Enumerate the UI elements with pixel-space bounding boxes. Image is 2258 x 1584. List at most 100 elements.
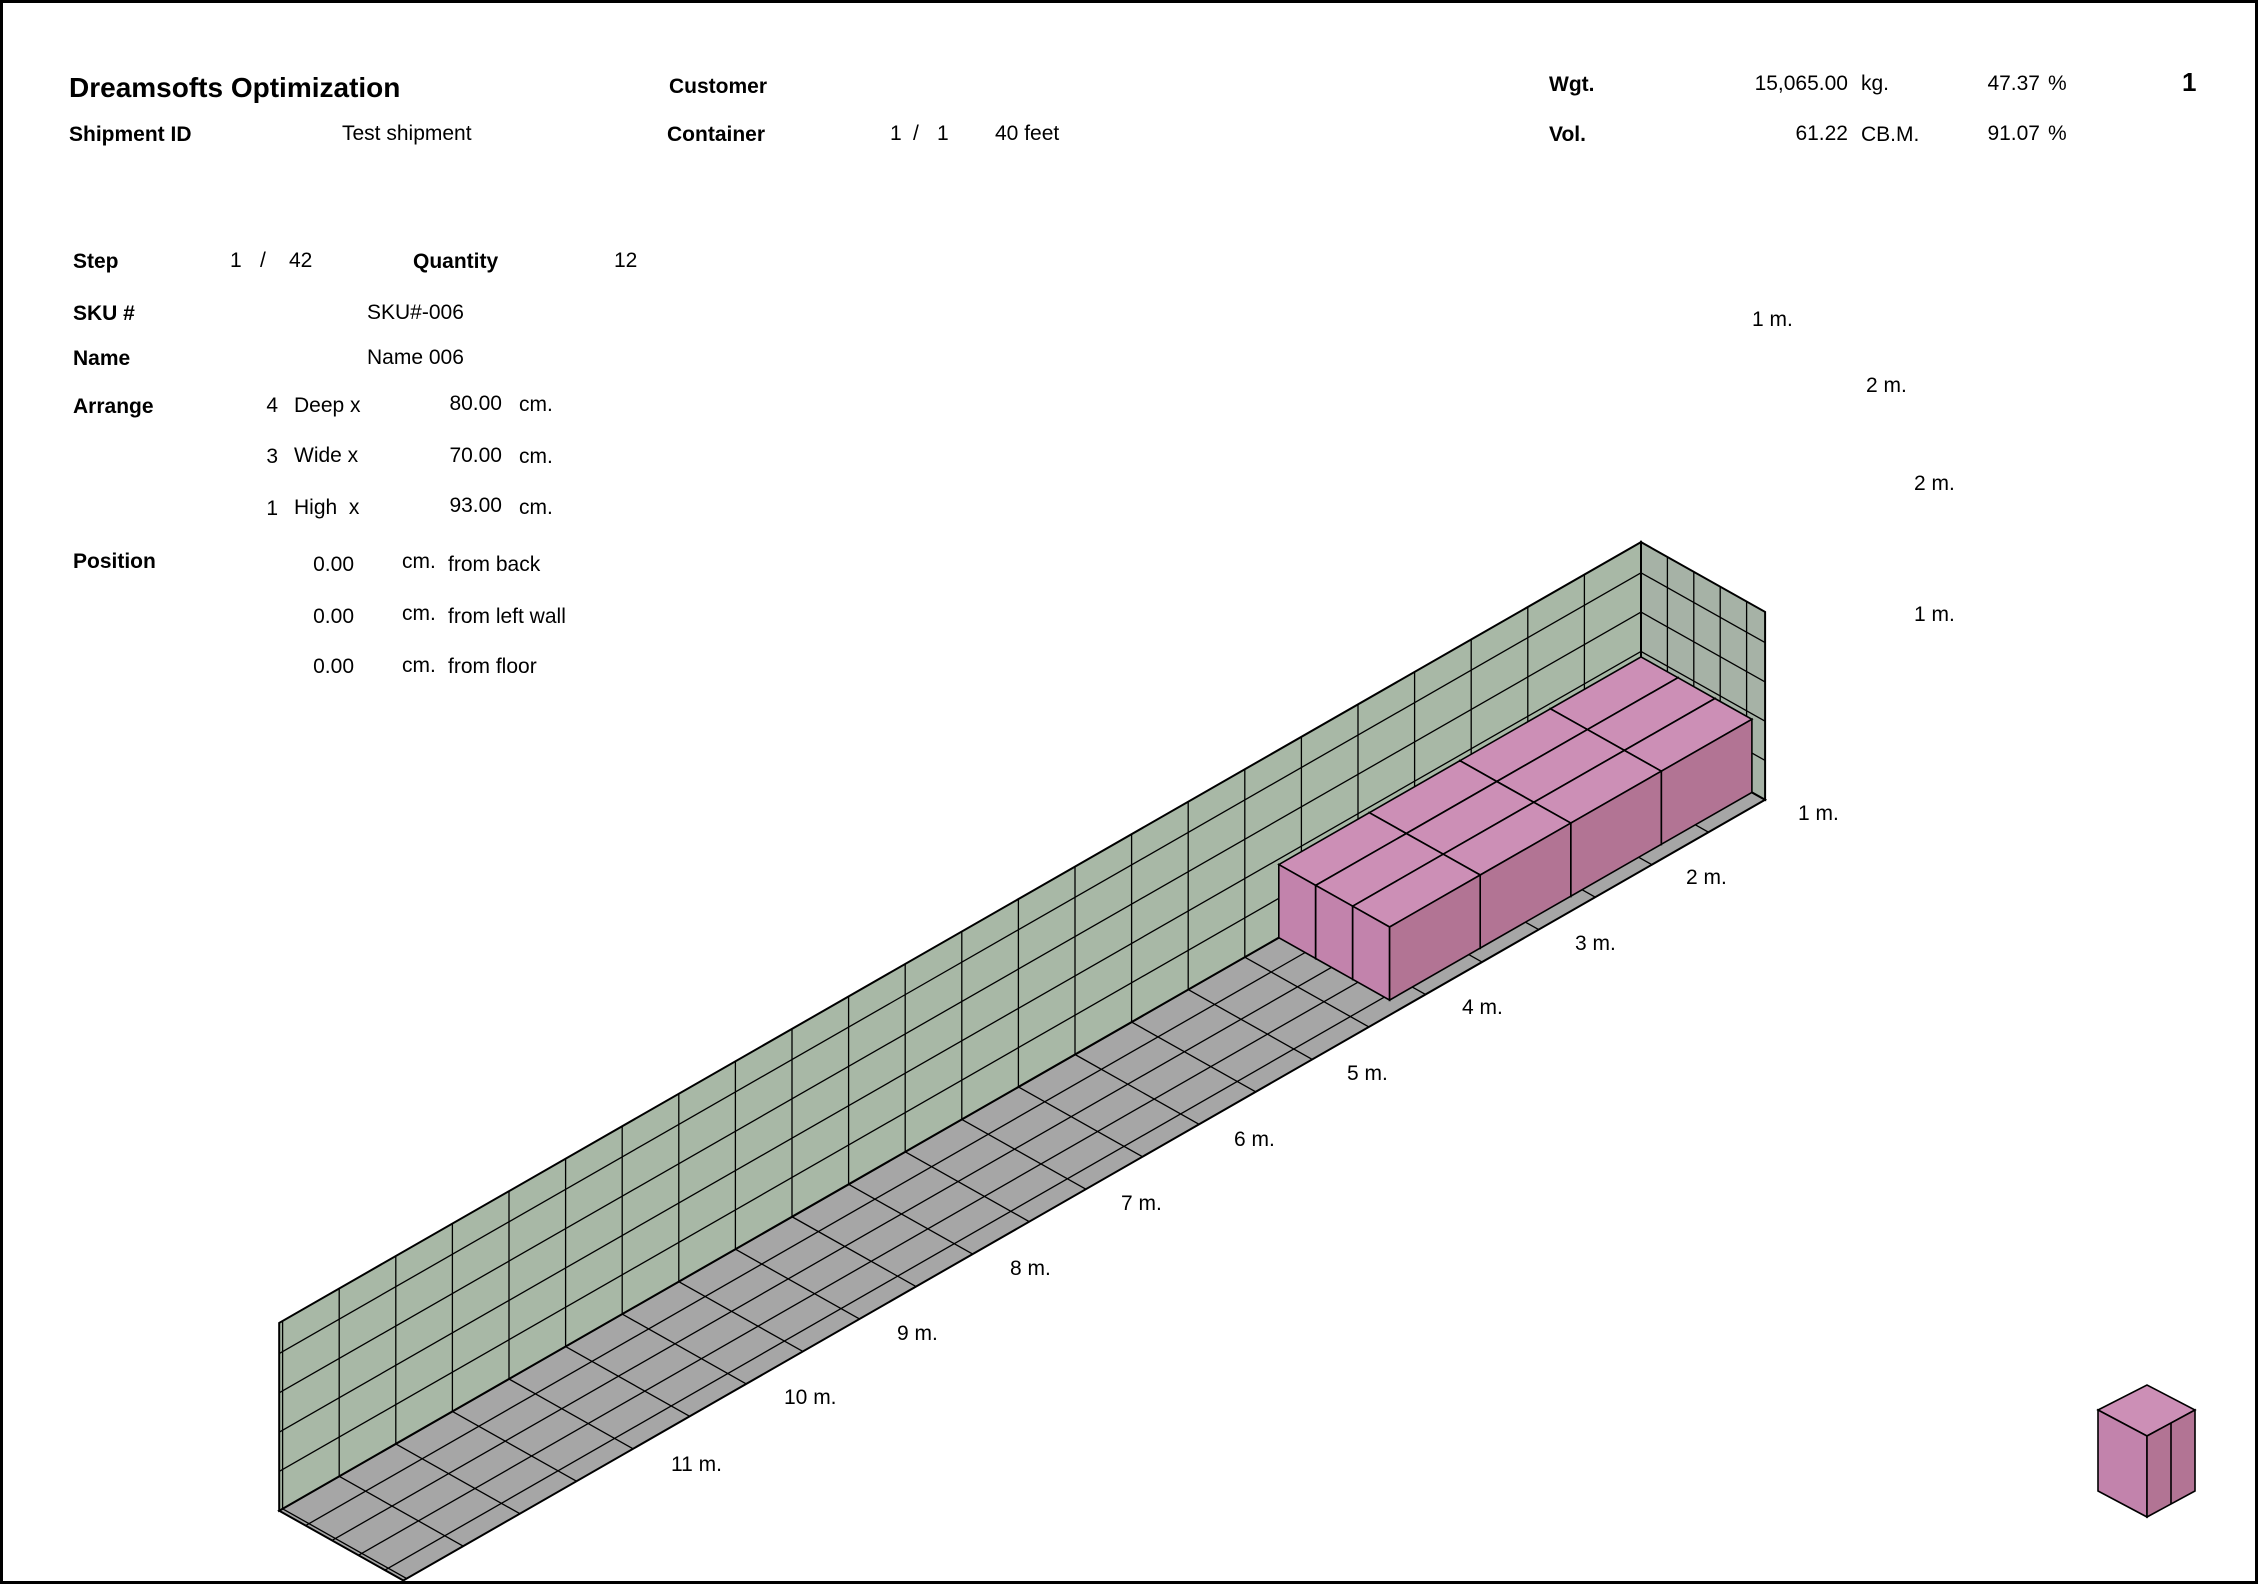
container-index: 1 xyxy=(890,122,902,145)
floor-grid-line xyxy=(791,1216,917,1288)
top-width-label: 2 m. xyxy=(1866,374,1907,397)
floor-grid-line xyxy=(904,1151,1030,1223)
container-walls xyxy=(277,540,1768,1582)
shipment-id-value: Test shipment xyxy=(342,122,472,145)
floor-grid-line xyxy=(621,1313,747,1385)
customer-label: Customer xyxy=(669,75,768,98)
arrange-count: 4 xyxy=(266,394,278,417)
arrange-label: Arrange xyxy=(73,395,154,418)
weight-percent-sign: % xyxy=(2048,72,2067,95)
height-label: 2 m. xyxy=(1914,472,1955,495)
length-label: 10 m. xyxy=(784,1386,837,1409)
weight-percent: 47.37 xyxy=(1987,72,2040,95)
floor-grid-line xyxy=(848,1183,973,1255)
shipment-id-label: Shipment ID xyxy=(69,123,192,146)
arrange-size: 93.00 xyxy=(449,494,502,517)
floor-grid-line xyxy=(508,1378,634,1450)
position-reference: from floor xyxy=(448,655,537,678)
position-unit: cm. xyxy=(402,654,436,677)
length-label: 7 m. xyxy=(1121,1192,1162,1215)
floor-grid-line xyxy=(1131,1021,1256,1093)
wall-grid-line xyxy=(278,572,1642,1355)
weight-value: 15,065.00 xyxy=(1754,72,1848,95)
volume-percent: 91.07 xyxy=(1987,122,2040,145)
quantity-label: Quantity xyxy=(413,250,499,273)
length-label: 11 m. xyxy=(671,1453,722,1476)
volume-value: 61.22 xyxy=(1795,122,1848,145)
arrange-direction: Wide x xyxy=(294,444,359,467)
weight-label: Wgt. xyxy=(1549,73,1595,96)
arrange-size: 70.00 xyxy=(449,444,502,467)
weight-unit: kg. xyxy=(1861,72,1890,95)
quantity-value: 12 xyxy=(614,249,638,272)
arrange-unit: cm. xyxy=(519,445,553,468)
length-label: 5 m. xyxy=(1347,1062,1388,1085)
arrange-unit: cm. xyxy=(519,496,553,519)
floor-grid-line xyxy=(338,1475,464,1547)
back-grid-line xyxy=(1640,572,1766,644)
arrange-direction: Deep x xyxy=(294,394,361,417)
name-value: Name 006 xyxy=(367,346,464,369)
name-label: Name xyxy=(73,347,131,370)
volume-percent-sign: % xyxy=(2048,122,2067,145)
position-value: 0.00 xyxy=(313,553,354,576)
floor-grid-line xyxy=(1244,956,1370,1028)
height-label: 1 m. xyxy=(1914,603,1955,626)
position-label: Position xyxy=(73,550,156,573)
sku-value: SKU#-006 xyxy=(367,301,464,324)
position-reference: from back xyxy=(448,553,541,576)
app-title: Dreamsofts Optimization xyxy=(69,72,401,103)
page-number: 1 xyxy=(2182,67,2197,97)
length-label: 6 m. xyxy=(1234,1128,1275,1151)
cargo-box xyxy=(1351,853,1482,1002)
arrange-direction: High x xyxy=(294,496,360,519)
back-grid-line xyxy=(1640,611,1766,683)
step-total: 42 xyxy=(289,249,313,272)
cargo-boxes xyxy=(1277,655,1754,1002)
position-value: 0.00 xyxy=(313,655,354,678)
top-width-label: 1 m. xyxy=(1752,308,1793,331)
floor-grid-line xyxy=(1187,989,1313,1060)
volume-label: Vol. xyxy=(1549,123,1586,146)
arrange-size: 80.00 xyxy=(449,392,502,415)
floor-grid-line xyxy=(1074,1053,1200,1125)
arrange-count: 1 xyxy=(266,497,278,520)
step-separator: / xyxy=(260,249,266,272)
volume-unit: CB.M. xyxy=(1861,123,1920,146)
left-wall-panel xyxy=(278,540,1642,1513)
floor-grid-line xyxy=(961,1118,1087,1190)
sku-label: SKU # xyxy=(73,302,135,325)
step-label: Step xyxy=(73,250,119,273)
container-label: Container xyxy=(667,123,766,146)
floor-grid-line xyxy=(1018,1086,1143,1158)
wall-grid-line xyxy=(278,650,1642,1433)
container-separator: / xyxy=(913,122,919,145)
length-label: 4 m. xyxy=(1462,996,1503,1019)
floor-grid-line xyxy=(395,1443,521,1515)
length-label: 1 m. xyxy=(1798,802,1839,825)
container-total: 1 xyxy=(937,122,949,145)
step-current: 1 xyxy=(230,249,242,272)
arrange-count: 3 xyxy=(266,445,278,468)
length-label: 8 m. xyxy=(1010,1257,1051,1280)
length-label: 2 m. xyxy=(1686,866,1727,889)
position-unit: cm. xyxy=(402,602,436,625)
length-label: 9 m. xyxy=(897,1322,938,1345)
position-unit: cm. xyxy=(402,550,436,573)
sku-legend-cube-icon xyxy=(2096,1384,2197,1519)
floor-grid-line xyxy=(678,1281,804,1353)
wall-grid-line xyxy=(278,611,1642,1394)
position-reference: from left wall xyxy=(448,605,566,628)
floor-grid-line xyxy=(452,1410,577,1482)
container-type: 40 feet xyxy=(995,122,1060,145)
back-grid-line xyxy=(1640,650,1766,722)
floor-grid-line xyxy=(735,1248,860,1320)
length-label: 3 m. xyxy=(1575,932,1616,955)
box-side-face xyxy=(1388,873,1481,1002)
floor-grid-line xyxy=(565,1345,690,1417)
arrange-unit: cm. xyxy=(519,393,553,416)
floor-grid-line xyxy=(282,1508,407,1580)
meter-labels: 1 m. 2 m. 3 m. 4 m. 5 m. 6 m. 7 m. 8 m. … xyxy=(671,308,1955,1476)
